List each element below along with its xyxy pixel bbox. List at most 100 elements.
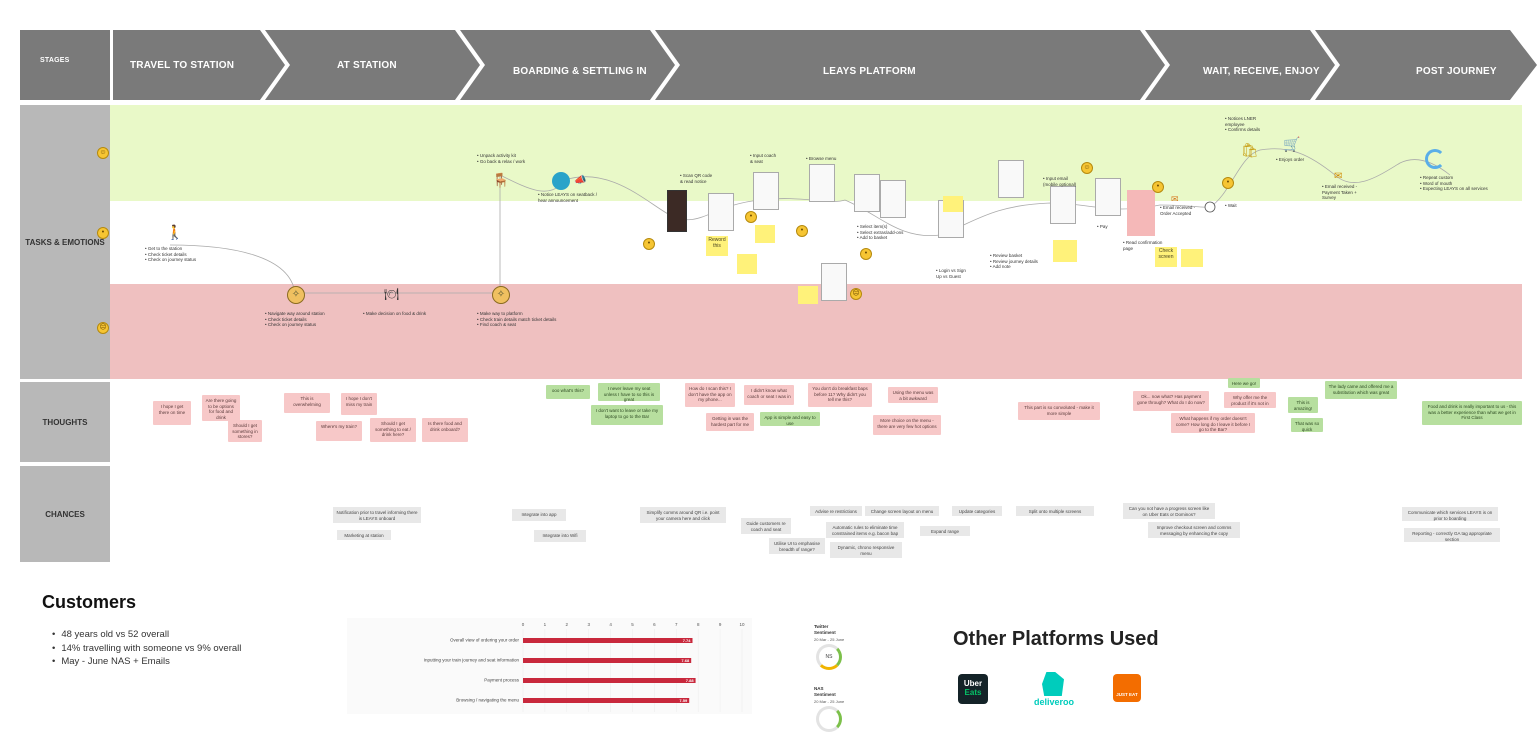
row-label-chances: CHANCES <box>20 466 110 562</box>
nas-sentiment-title: NAS Sentiment <box>814 686 836 697</box>
task-read-confirm: • Read confirmation page <box>1123 240 1163 251</box>
category-label: Browsing / navigating the menu <box>456 698 519 703</box>
task-notice: • Notice LEAYS on seatback / hear announ… <box>538 192 598 203</box>
sticky-reword: Reword this <box>706 236 728 256</box>
stage-shape-platform <box>655 30 1165 100</box>
stage-shape-boarding <box>460 30 675 100</box>
thought-sticky: This part is so convoluted - make it mor… <box>1018 402 1100 420</box>
x-tick-label: 7 <box>675 622 678 627</box>
stage-shape-post <box>1315 30 1537 100</box>
chance-card: Notification prior to travel informing t… <box>333 507 421 523</box>
bar-value-label: 7.68 <box>681 658 690 663</box>
task-travel: • Get to the station • Check ticket deta… <box>145 246 197 262</box>
thought-sticky: I hope I don't miss my train <box>341 393 377 415</box>
thought-sticky: Here we go! <box>1228 378 1260 388</box>
row-label-thoughts: THOUGHTS <box>20 382 110 462</box>
confirmation-email-icon: ✉ <box>1171 194 1179 204</box>
category-label: Inputting your train journey and seat in… <box>424 658 520 663</box>
thought-sticky: Why offer me the product if it's not in <box>1224 392 1276 408</box>
task-review: • Review basket • Review journey details… <box>990 253 1038 269</box>
twitter-sentiment-title: Twitter Sentiment <box>814 624 836 635</box>
stage-shape-wait <box>1145 30 1335 100</box>
neutral-emoji-icon: • <box>860 248 872 260</box>
email-icon: ✉ <box>1334 171 1343 182</box>
thought-sticky: How do I scan this? I don't have the app… <box>685 383 735 407</box>
bar <box>523 638 693 643</box>
x-tick-label: 0 <box>522 622 525 627</box>
x-tick-label: 8 <box>697 622 700 627</box>
thought-sticky: ooo what's this? <box>546 385 590 399</box>
thought-sticky: What happens if my order doesn't come? H… <box>1171 413 1255 433</box>
chair-icon: 🪑 <box>492 172 510 188</box>
x-tick-label: 2 <box>566 622 569 627</box>
thought-sticky: You don't do breakfast baps before 11? W… <box>808 383 872 407</box>
app-screen-categories <box>821 263 847 301</box>
chance-card: Guide customers re coach and seat <box>741 518 791 534</box>
stage-header-label: STAGES <box>40 57 70 64</box>
app-screen-basket <box>998 160 1024 198</box>
compass-icon-2: ✧ <box>492 286 510 304</box>
row-label-tasks: TASKS & EMOTIONS <box>20 105 110 379</box>
thought-sticky: I never leave my seat unless I have to s… <box>598 383 660 402</box>
stage-label-platform: LEAYS PLATFORM <box>823 66 916 77</box>
thought-sticky: Where's my train? <box>316 421 362 441</box>
uber-eats-logo-line1: Uber <box>963 679 983 688</box>
deliveroo-kangaroo-icon <box>1042 672 1064 696</box>
sticky-note-small <box>1181 249 1203 267</box>
neutral-emoji-icon: • <box>796 225 808 237</box>
sticky-note-small <box>1053 240 1077 262</box>
announcement-icon <box>552 172 570 190</box>
sticky-note-small <box>798 286 818 304</box>
app-screen-item <box>854 174 880 212</box>
task-notice-employee: • Notices LNER employee • Confirms detai… <box>1225 116 1261 132</box>
order-bag-icon: 🛒 <box>1283 136 1301 152</box>
task-email: • Input email (mobile optional) <box>1043 176 1077 187</box>
customers-bullet: 14% travelling with someone vs 9% overal… <box>52 642 241 656</box>
uber-eats-logo-line2: Eats <box>964 688 982 697</box>
task-unpack: • Unpack activity kit • Go back & relax … <box>477 153 526 164</box>
task-login: • Login vs Sign Up vs Guest <box>936 268 966 279</box>
bar <box>523 678 696 683</box>
chance-card: Utilise UI to emphasise breadth of range… <box>769 538 825 554</box>
just-eat-logo: JUST EAT <box>1113 674 1141 702</box>
walking-person-icon: 🚶 <box>166 224 184 240</box>
nas-sentiment-dates: 20 Mar - 25 June <box>814 699 845 704</box>
app-screen-input-seat <box>753 172 779 210</box>
other-platforms-title: Other Platforms Used <box>953 628 1159 650</box>
thought-sticky: Should I get something in stores? <box>228 420 262 442</box>
dining-icon: 🍽 <box>384 287 400 301</box>
chance-card: Integrate into Wifi <box>534 530 586 542</box>
stage-label-post: POST JOURNEY <box>1416 66 1497 77</box>
journey-line <box>169 148 1451 294</box>
stage-label-travel: TRAVEL TO STATION <box>130 60 235 71</box>
task-select: • Select item(s) • Select extras/add-ons… <box>857 224 904 240</box>
stage-shape-station <box>265 30 480 100</box>
app-screen-extras <box>880 180 906 218</box>
chance-card: Expand range <box>920 526 970 536</box>
chance-card: Advise re restrictions <box>810 506 862 516</box>
customers-title: Customers <box>42 592 137 612</box>
thought-sticky: This is amazing! <box>1288 397 1318 413</box>
x-tick-label: 10 <box>739 622 745 627</box>
sticky-note-small <box>755 225 775 243</box>
sticky-check-screen: Check screen <box>1155 247 1177 267</box>
compass-icon: ✧ <box>287 286 305 304</box>
thought-sticky: I hope I get there on time <box>153 401 191 425</box>
x-tick-label: 1 <box>544 622 547 627</box>
chance-card: Can you not have a progress screen like … <box>1123 503 1215 519</box>
megaphone-icon: 📣 <box>574 175 587 186</box>
app-screen-menu <box>809 164 835 202</box>
neutral-emoji-icon: • <box>1152 181 1164 193</box>
app-screen-coach <box>708 193 734 231</box>
task-browse: • Browse menu <box>806 156 837 161</box>
neutral-emoji-icon: • <box>643 238 655 250</box>
thought-sticky: I didn't know what coach or seat I was i… <box>744 385 794 405</box>
bar-value-label: 7.59 <box>679 698 688 703</box>
task-pay: • Pay <box>1097 224 1108 229</box>
x-tick-label: 6 <box>653 622 656 627</box>
thought-sticky: Should I get something to eat / drink he… <box>370 418 416 442</box>
x-tick-label: 9 <box>719 622 722 627</box>
x-tick-label: 5 <box>631 622 634 627</box>
happy-emoji-icon: ☺ <box>97 147 109 159</box>
stage-label-station: AT STATION <box>337 60 397 71</box>
